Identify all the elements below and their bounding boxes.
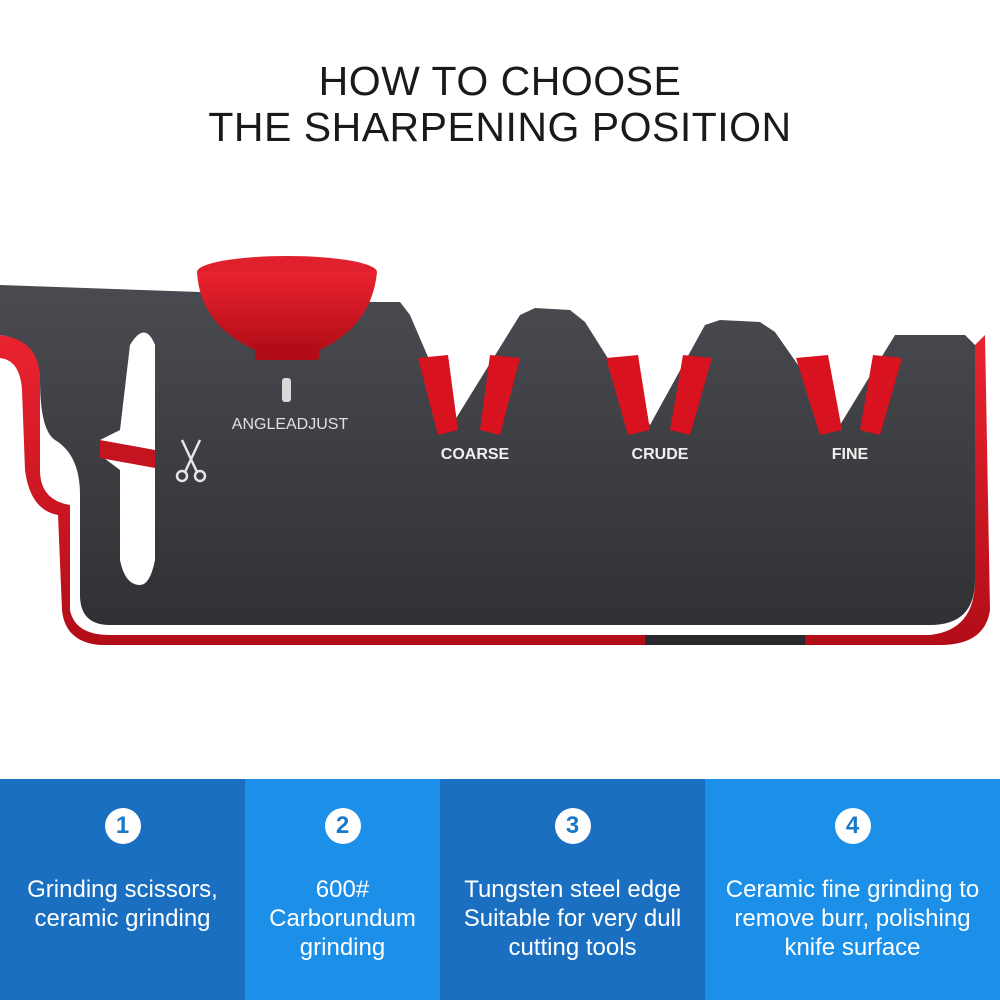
feature-panel-4: 4 Ceramic fine grinding to remove burr, … (705, 779, 1000, 1000)
feature-description-1: Grinding scissors, ceramic grinding (23, 875, 222, 933)
scissors-icon (175, 439, 207, 483)
fine-slot (796, 355, 902, 435)
slot-label-fine: FINE (832, 446, 869, 463)
sharpener-body (0, 285, 975, 625)
feature-panel-3: 3 Tungsten steel edge Suitable for very … (440, 779, 705, 1000)
angle-adjust-label: ANGLEADJUST (232, 416, 349, 433)
title-line-1: HOW TO CHOOSE (318, 58, 682, 104)
step-number-1: 1 (104, 808, 141, 844)
feature-panel-1: 1 Grinding scissors, ceramic grinding (0, 779, 245, 1000)
slot-label-crude: CRUDE (632, 446, 689, 463)
desc-line: knife surface (784, 934, 921, 961)
feature-panel-2: 2 600# Carborundum grinding (245, 779, 440, 1000)
slot-label-coarse: COARSE (441, 446, 510, 463)
desc-line: Grinding scissors, (27, 876, 218, 903)
feature-description-3: Tungsten steel edge Suitable for very du… (460, 875, 685, 962)
scissors-slot-red (100, 440, 155, 468)
desc-line: Suitable for very dull (463, 905, 682, 932)
step-number-2: 2 (324, 808, 361, 844)
feature-panels: 1 Grinding scissors, ceramic grinding 2 … (0, 779, 1000, 1000)
desc-line: grinding (299, 934, 386, 961)
desc-line: Ceramic fine grinding to (725, 876, 980, 903)
step-number-3: 3 (554, 808, 591, 844)
desc-line: cutting tools (508, 934, 637, 961)
step-number-4: 4 (834, 808, 871, 844)
crude-slot (606, 355, 712, 435)
desc-line: 600# (315, 876, 370, 903)
coarse-slot (418, 355, 520, 435)
base-foot (645, 635, 805, 645)
title-line-2: THE SHARPENING POSITION (208, 104, 792, 150)
feature-description-4: Ceramic fine grinding to remove burr, po… (722, 875, 983, 962)
page-title: HOW TO CHOOSE THE SHARPENING POSITION (0, 58, 1000, 150)
feature-description-2: 600# Carborundum grinding (265, 875, 420, 962)
desc-line: Tungsten steel edge (464, 876, 681, 903)
desc-line: remove burr, polishing (734, 905, 971, 932)
desc-line: ceramic grinding (34, 905, 211, 932)
desc-line: Carborundum (269, 905, 416, 932)
knife-sharpener-image: ANGLEADJUST COARSE CRUDE FINE (0, 256, 990, 645)
angle-adjust-knob[interactable] (197, 256, 377, 360)
angle-indicator (282, 378, 291, 402)
